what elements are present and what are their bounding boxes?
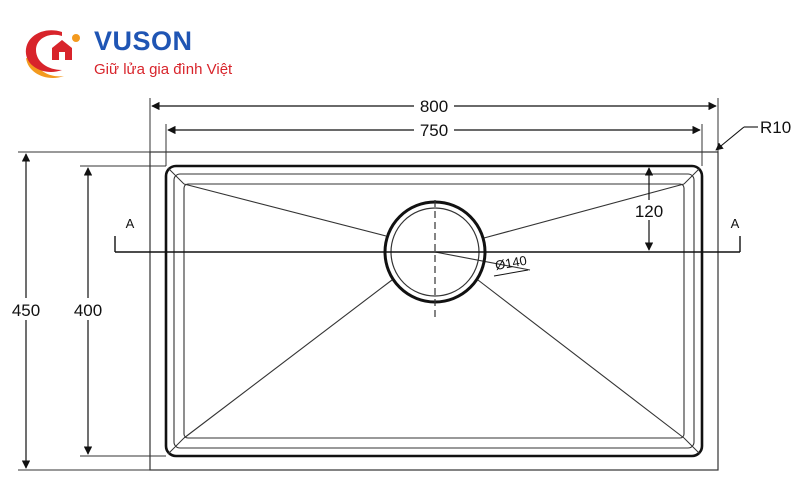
vuson-logo-icon bbox=[25, 30, 80, 78]
bowl-inner-outline-2 bbox=[183, 183, 685, 439]
slope-lines bbox=[183, 183, 685, 439]
dim-corner-radius: R10 bbox=[760, 118, 791, 137]
corner-bevels bbox=[167, 167, 701, 455]
bowl-inner-outline-1 bbox=[173, 173, 695, 449]
dim-inner-height: 400 bbox=[74, 301, 102, 320]
section-label-right: A bbox=[731, 216, 740, 231]
brand-name: VUSON bbox=[94, 26, 193, 56]
dim-inner-width: 750 bbox=[420, 121, 448, 140]
dim-outer-height: 450 bbox=[12, 301, 40, 320]
dim-drain-diameter: Ø140 bbox=[494, 253, 528, 273]
dim-outer-width: 800 bbox=[420, 97, 448, 116]
bowl-outer-outline bbox=[164, 164, 704, 458]
outer-flange-outline bbox=[149, 151, 719, 471]
dim-drain-offset: 120 bbox=[635, 202, 663, 221]
section-label-left: A bbox=[126, 216, 135, 231]
brand-logo: VUSON Giữ lửa gia đình Việt bbox=[18, 22, 278, 84]
brand-slogan: Giữ lửa gia đình Việt bbox=[94, 61, 233, 78]
